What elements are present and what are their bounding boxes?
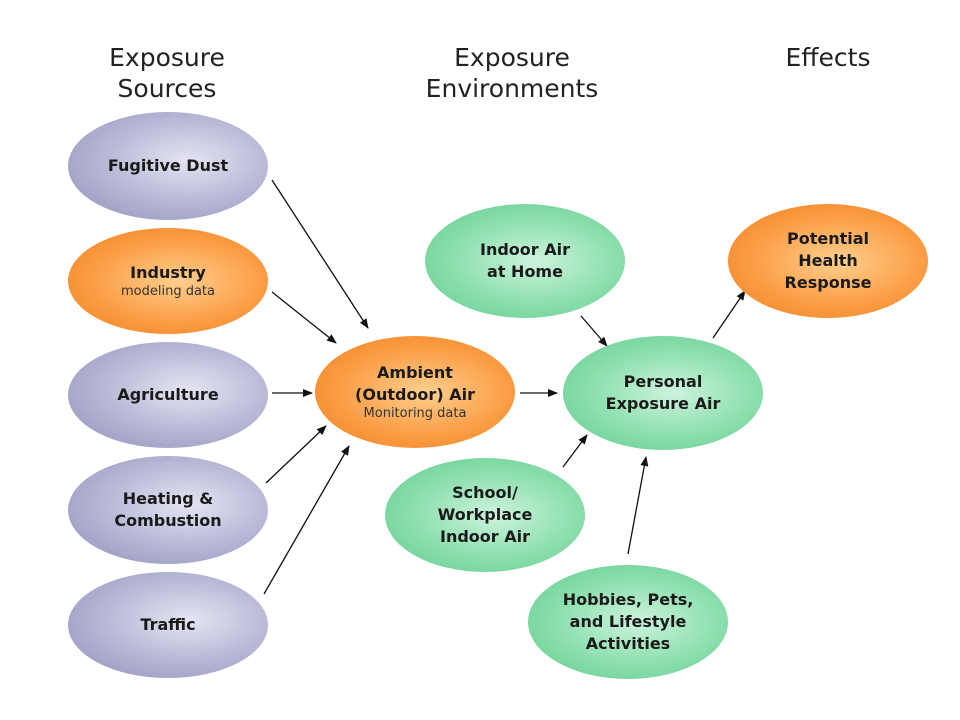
node-fugitive-dust: Fugitive Dust [68,112,268,220]
node-traffic: Traffic [68,572,268,678]
node-hobbies-lifestyle: Hobbies, Pets, and Lifestyle Activities [528,565,728,679]
node-hobbies-lifestyle-label: Hobbies, Pets, and Lifestyle Activities [562,590,694,653]
node-school-workplace: School/ Workplace Indoor Air [385,458,585,572]
node-heating-combustion-label: Heating & Combustion [114,489,222,530]
node-heating-combustion: Heating & Combustion [68,456,268,564]
arrow-industry-to-ambient [271,291,337,344]
arrow-traffic-to-ambient [263,445,350,595]
node-industry-label: Industry [130,263,206,282]
heading-exposure-environments: Exposure Environments [425,43,599,103]
arrow-fugitive-dust-to-ambient [271,179,369,329]
node-traffic-label: Traffic [140,615,196,634]
node-industry-sub: modeling data [121,284,215,299]
node-potential-health-response: Potential Health Response [728,204,928,318]
arrow-personal-to-health [712,290,746,339]
node-agriculture: Agriculture [68,342,268,448]
node-personal-exposure-air: Personal Exposure Air [563,336,763,450]
arrow-heating-to-ambient [265,425,327,484]
node-indoor-air-home-label: Indoor Air at Home [480,240,570,281]
node-indoor-air-home: Indoor Air at Home [425,204,625,318]
node-ambient-air-label: Ambient (Outdoor) Air [355,363,475,404]
node-potential-health-response-label: Potential Health Response [784,229,872,292]
heading-exposure-sources: Exposure Sources [109,43,225,103]
heading-effects: Effects [785,43,871,72]
arrow-hobbies-to-personal [627,456,649,555]
node-agriculture-label: Agriculture [117,385,219,404]
node-industry: Industry modeling data [68,228,268,334]
node-ambient-air: Ambient (Outdoor) Air Monitoring data [315,336,515,448]
node-personal-exposure-air-label: Personal Exposure Air [605,372,721,413]
node-school-workplace-label: School/ Workplace Indoor Air [437,483,533,546]
node-fugitive-dust-label: Fugitive Dust [107,156,229,175]
node-ambient-air-sub: Monitoring data [363,406,467,421]
arrow-indoor-home-to-personal [580,315,608,347]
arrow-school-to-personal [562,434,588,468]
